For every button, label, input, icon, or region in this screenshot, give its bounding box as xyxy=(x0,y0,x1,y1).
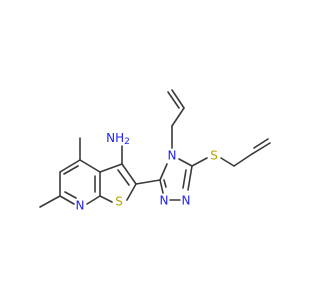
bond-s-ch2 xyxy=(220,157,235,167)
amine-label: NH2 xyxy=(106,131,130,147)
bond-c2t-s xyxy=(126,183,137,201)
bond-c3t-c2t xyxy=(121,163,137,185)
pyridine-nitrogen-label: N xyxy=(76,199,85,213)
triazole-n4-label: N xyxy=(168,149,177,163)
bond-c5-n4 xyxy=(159,163,168,181)
bond-c4-c3-double xyxy=(63,165,79,175)
triazole-n1-label: N xyxy=(160,194,169,208)
bond-n4-c3tri xyxy=(178,158,193,167)
molecule-structure-diagram: NH2 N S N N N S xyxy=(39,89,271,213)
thiophene-sulfur-label: S xyxy=(115,195,123,209)
bond-c3tri-n2-double xyxy=(182,169,187,189)
bond-c3tri-n2 xyxy=(187,165,193,191)
bond-c2-methyl xyxy=(39,195,61,208)
bond-c2t-c5tri xyxy=(135,179,161,185)
thioether-sulfur-label: S xyxy=(210,149,218,163)
bond-ch2-ch-sallyl xyxy=(233,153,253,167)
bond-s-c7a xyxy=(99,195,113,203)
triazole-n2-label: N xyxy=(182,194,191,208)
bond-c4-c3 xyxy=(59,159,81,173)
bond-ch-ch2-sallyl xyxy=(251,142,271,155)
bond-n-c7a xyxy=(86,195,101,205)
bond-ch-ch2-sallyl-double xyxy=(253,138,269,149)
bond-c2-n-double xyxy=(64,191,77,199)
bond-c4a-c3t xyxy=(99,163,123,173)
bond-ch-ch2-terminal xyxy=(171,89,185,109)
bond-c4-c4a xyxy=(79,159,101,173)
bond-c3tri-s xyxy=(191,157,208,167)
bond-ch-ch2-terminal-double xyxy=(167,91,180,109)
molecule-svg: NH2 N S N N N S xyxy=(39,89,271,213)
bond-n1-c5-double xyxy=(163,179,167,188)
bond-c3t-c2t-double xyxy=(117,169,130,186)
bond-n1-c5 xyxy=(159,179,164,194)
bond-c2-n xyxy=(59,195,75,205)
bond-ch2-ch xyxy=(171,107,185,127)
